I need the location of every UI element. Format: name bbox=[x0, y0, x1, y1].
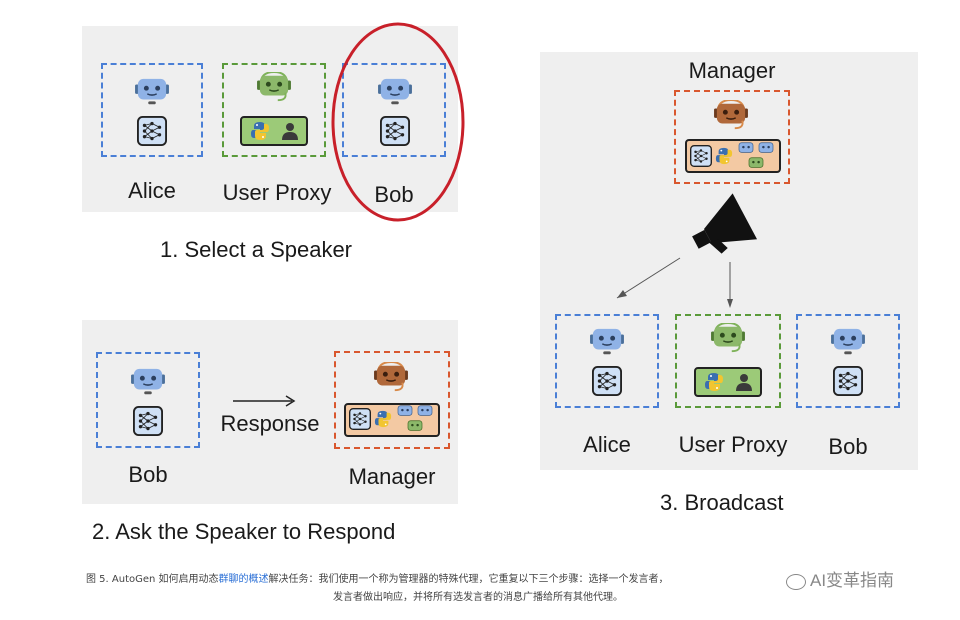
robot-icon bbox=[376, 76, 414, 108]
step3-label-alice: Alice bbox=[583, 432, 631, 457]
step1-user-proxy-box bbox=[222, 63, 326, 157]
neural-network-icon bbox=[833, 366, 863, 396]
step3-bob-box bbox=[796, 314, 900, 408]
person-icon bbox=[734, 372, 754, 392]
mini-robot-icon bbox=[416, 404, 434, 418]
neural-network-icon bbox=[690, 145, 712, 167]
neural-network-icon bbox=[592, 366, 622, 396]
manager-robot-icon bbox=[372, 362, 410, 394]
user-proxy-tools-panel bbox=[694, 367, 762, 397]
step3-user-proxy-box bbox=[675, 314, 781, 408]
mini-robot-icon bbox=[406, 419, 424, 433]
step3-alice-box bbox=[555, 314, 659, 408]
step2-label-manager: Manager bbox=[348, 464, 436, 489]
step1-label-bob: Bob bbox=[374, 182, 414, 207]
python-icon bbox=[704, 372, 724, 392]
watermark: AI变革指南 bbox=[786, 566, 894, 591]
step1-label-alice: Alice bbox=[128, 178, 176, 203]
step3-manager-box bbox=[674, 90, 790, 184]
figure-caption-line1: 图 5. AutoGen 如何启用动态群聊的概述解决任务：我们使用一个称为管理器… bbox=[86, 570, 669, 585]
mini-robot-icon bbox=[737, 141, 755, 155]
robot-icon bbox=[588, 326, 626, 358]
step1-title: 1. Select a Speaker bbox=[160, 237, 353, 262]
step2-bob-box bbox=[96, 352, 200, 448]
python-icon bbox=[374, 410, 392, 428]
step1-alice-box bbox=[101, 63, 203, 157]
step2-label-bob: Bob bbox=[128, 462, 168, 487]
mini-robot-icon bbox=[747, 156, 765, 170]
step3-label-manager: Manager bbox=[688, 58, 776, 83]
step3-label-user-proxy: User Proxy bbox=[678, 432, 788, 457]
robot-icon bbox=[829, 326, 867, 358]
caption-prefix: 图 5. AutoGen 如何启用动态 bbox=[86, 574, 219, 585]
step1-label-user-proxy: User Proxy bbox=[222, 180, 332, 205]
step3-title: 3. Broadcast bbox=[660, 490, 784, 515]
python-icon bbox=[250, 121, 270, 141]
neural-network-icon bbox=[133, 406, 163, 436]
caption-link[interactable]: 群聊的概述 bbox=[218, 574, 269, 585]
step2-title: 2. Ask the Speaker to Respond bbox=[92, 519, 396, 544]
step3-label-bob: Bob bbox=[828, 434, 868, 459]
robot-icon bbox=[709, 323, 747, 355]
mini-robot-icon bbox=[757, 141, 775, 155]
mini-robot-icon bbox=[396, 404, 414, 418]
robot-icon bbox=[255, 72, 293, 104]
watermark-text: AI变革指南 bbox=[810, 571, 895, 590]
neural-network-icon bbox=[349, 408, 371, 430]
python-icon bbox=[715, 147, 733, 165]
person-icon bbox=[280, 121, 300, 141]
neural-network-icon bbox=[137, 116, 167, 146]
response-label: Response bbox=[220, 411, 320, 436]
robot-icon bbox=[129, 366, 167, 398]
user-proxy-tools-panel bbox=[240, 116, 308, 146]
neural-network-icon bbox=[380, 116, 410, 146]
figure-caption-line2: 发言者做出响应，并将所有选发言者的消息广播给所有其他代理。 bbox=[333, 592, 623, 603]
robot-icon bbox=[133, 76, 171, 108]
wechat-icon bbox=[786, 573, 806, 590]
manager-robot-icon bbox=[712, 100, 750, 132]
caption-rest: 解决任务：我们使用一个称为管理器的特殊代理，它重复以下三个步骤：选择一个发言者， bbox=[268, 574, 669, 585]
step2-manager-box bbox=[334, 351, 450, 449]
